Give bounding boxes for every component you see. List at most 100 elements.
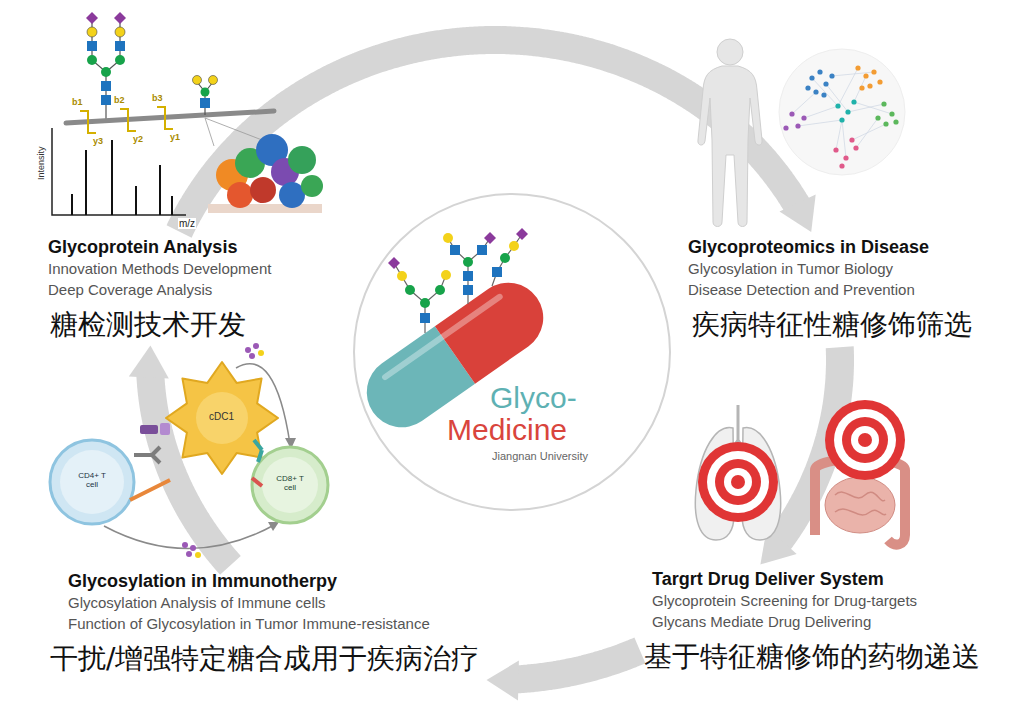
glycopeptide-ms-figure-part <box>86 12 98 24</box>
immune-cells-part <box>104 524 276 549</box>
glycoprotein-network-part <box>805 69 834 97</box>
glycopeptide-ms-figure-part <box>208 204 322 213</box>
glyco-pill-part <box>405 285 415 295</box>
topic-line: Disease Detection and Prevention <box>684 279 972 300</box>
intestine-target-part <box>825 400 905 480</box>
glycoprotein-network-part <box>792 68 892 158</box>
glycoprotein-network-part-part <box>801 115 806 120</box>
immune-cells-part <box>50 440 134 524</box>
chinese-caption: 干扰/增强特定糖合成用于疾病治疗 <box>46 642 479 676</box>
human-silhouette <box>698 39 762 227</box>
immune-cells-part <box>186 551 192 557</box>
cell-label: cDC1 <box>209 411 234 422</box>
logo-word: Medicine <box>447 414 567 446</box>
topic-block: Glycoproteomics in DiseaseGlycosylation … <box>684 232 980 346</box>
topic-heading: Glycoprotein Analysis <box>44 236 271 258</box>
glycoprotein-network-part-part <box>823 81 828 86</box>
glycoprotein-network-part <box>779 49 905 175</box>
immune-cells-part <box>252 478 262 486</box>
glyco-pill-part <box>509 241 519 251</box>
glycoprotein-network-part-part <box>849 137 854 142</box>
immune-cells-part <box>140 425 158 434</box>
glycoprotein-network-part-part <box>821 92 826 97</box>
glyco-pill-part <box>441 270 451 280</box>
glycopeptide-ms-figure <box>52 12 323 215</box>
glycoprotein-network-part-part <box>867 83 872 88</box>
intestine-target-part <box>858 433 872 447</box>
glycoprotein-network-part-part <box>871 69 876 74</box>
logo-word: Glyco- <box>490 382 577 414</box>
topic-block: Glycoprotein AnalysisInnovation Methods … <box>44 232 279 346</box>
glycopeptide-ms-figure-part <box>87 55 97 65</box>
glycoprotein-network-part-part <box>889 111 894 116</box>
topic-line: Innovation Methods Development <box>44 258 271 279</box>
glycopeptide-ms-figure-part <box>52 128 186 215</box>
glycoprotein-network-part-part <box>789 111 794 116</box>
glycopeptide-ms-figure-part <box>115 27 125 37</box>
glycopeptide-ms-figure-part <box>250 177 276 203</box>
glyco-pill-part <box>500 253 510 263</box>
glyco-pill-part <box>484 232 496 244</box>
immune-cells-part <box>130 480 170 500</box>
lung-target-part <box>707 451 769 513</box>
glycoprotein-network-part-part <box>853 145 858 150</box>
glyco-pill-part <box>463 257 473 267</box>
glycopeptide-ms-figure-part <box>288 146 316 174</box>
glyco-pill-part <box>463 271 473 281</box>
immune-cells-part <box>245 347 251 353</box>
glycoprotein-network-part-part <box>817 69 822 74</box>
glyco-pill-part <box>443 233 453 243</box>
fragment-label: b1 <box>72 98 83 108</box>
immune-cells-part <box>134 447 160 463</box>
cycle-arrow <box>179 40 816 232</box>
glycopeptide-ms-figure-part <box>115 41 125 51</box>
topic-line: Glycosylation in Tumor Biology <box>684 258 972 279</box>
topic-heading: Glycosylation in Immunotherpy <box>46 570 479 592</box>
glycopeptide-ms-figure-part <box>101 95 111 105</box>
glycoprotein-network-part-part <box>795 123 800 128</box>
immune-cells-part <box>268 522 279 531</box>
glycoprotein-network-part-part <box>851 99 856 104</box>
glycoprotein-network-part-part <box>877 79 882 84</box>
glycoprotein-network-part-part <box>835 103 840 108</box>
glyco-pill-part <box>397 271 407 281</box>
immune-cells-part <box>254 440 262 462</box>
cycle-arrow-band <box>517 650 640 679</box>
topic-block: Targrt Drug Deliver SystemGlycoprotein S… <box>640 564 988 678</box>
topic-block: Glycosylation in ImmunotherpyGlycosylati… <box>46 566 487 680</box>
glycoprotein-network-part-part <box>845 109 850 114</box>
arrow-head <box>129 346 169 379</box>
glycoprotein-network-part <box>783 111 806 130</box>
immune-cells-part <box>195 552 201 558</box>
glyco-pill-part-part <box>385 297 500 377</box>
center-circle-node: Glyco-MedicineJiangnan University <box>352 192 672 512</box>
immune-cells-part <box>196 392 248 444</box>
glycoprotein-network-part-part <box>859 85 864 90</box>
intestine-target-part <box>835 492 886 515</box>
intestine-target-part <box>834 409 896 471</box>
glycoprotein-network-part <box>833 137 858 168</box>
intestine-target-part <box>825 477 895 533</box>
glycopeptide-ms-figure-part <box>115 55 125 65</box>
glycoprotein-network-part-part <box>893 119 898 124</box>
chinese-caption: 基于特征糖修饰的药物递送 <box>640 640 980 674</box>
glycopeptide-ms-figure-part <box>301 175 323 197</box>
fragment-label: b3 <box>152 94 163 104</box>
glycoprotein-network-part-part <box>883 121 888 126</box>
glycoprotein-network-part-part <box>783 125 788 130</box>
glycoprotein-network-part-part <box>843 155 848 160</box>
intestine-target-part <box>851 426 879 454</box>
fragment-label: y1 <box>170 133 180 143</box>
topic-line: Glycosylation Analysis of Immune cells <box>46 592 479 613</box>
topic-line: Function of Glycosylation in Tumor Immun… <box>46 613 479 634</box>
fragment-label: y3 <box>93 137 103 147</box>
topic-line: Deep Coverage Analysis <box>44 279 271 300</box>
glycoprotein-network-part <box>835 99 856 122</box>
glyco-pill-part <box>463 285 473 295</box>
glycopeptide-ms-figure-part <box>87 41 97 51</box>
lung-target <box>695 405 780 540</box>
glycoprotein-network-part-part <box>863 73 868 78</box>
axis-label: m/z <box>178 218 196 229</box>
glycoprotein-network-part <box>855 65 882 90</box>
glycopeptide-ms-figure-part <box>80 107 173 133</box>
